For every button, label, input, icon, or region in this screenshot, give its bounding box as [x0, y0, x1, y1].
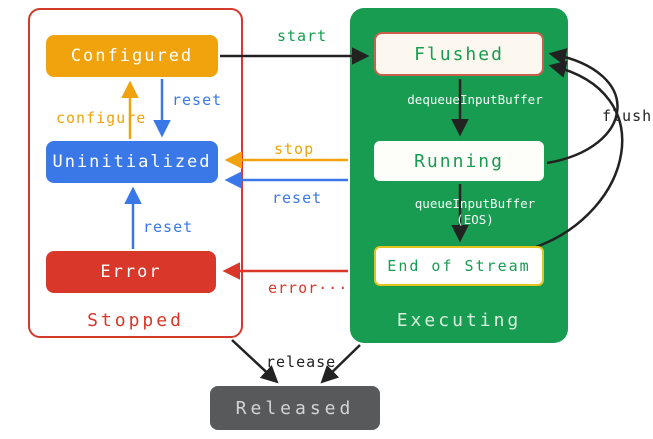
state-error: Error [46, 251, 216, 293]
transition-label-queue-input-buffer: queueInputBuffer [414, 196, 536, 211]
transition-label-configure: configure [56, 109, 147, 127]
transition-label-release: release [266, 353, 337, 371]
executing-container-label: Executing [396, 310, 522, 331]
state-configured: Configured [46, 35, 218, 77]
transition-label-queue-eos: (EOS) [456, 212, 494, 227]
transition-label-reset-mid: reset [272, 189, 323, 207]
transition-label-error: error··· [268, 279, 349, 297]
state-released: Released [210, 386, 380, 430]
stopped-container-label: Stopped [87, 310, 184, 331]
state-uninitialized: Uninitialized [46, 141, 218, 183]
transition-label-reset-top: reset [172, 91, 223, 109]
state-running: Running [374, 141, 544, 181]
state-flushed: Flushed [374, 32, 544, 76]
transition-label-dequeue-input-buffer: dequeueInputBuffer [407, 92, 543, 107]
transition-label-stop: stop [274, 140, 315, 158]
transition-label-start: start [277, 27, 328, 45]
transition-label-flush: flush [602, 107, 653, 125]
transition-label-reset-error: reset [143, 218, 194, 236]
state-end-of-stream: End of Stream [374, 246, 544, 286]
